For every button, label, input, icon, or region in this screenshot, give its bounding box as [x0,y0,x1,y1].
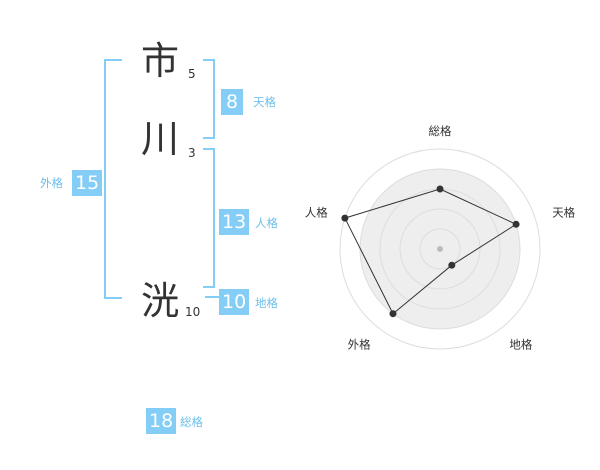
name-char-2: 川 [141,117,180,161]
name-char-1: 市 [141,39,180,83]
gaikaku-bracket [104,59,122,299]
radar-axis-label-1: 総格 [429,124,452,138]
radar-point-4 [389,310,397,318]
radar-ring-1 [419,228,461,270]
name-char-3: 洸 [141,279,180,323]
tenkaku-label: 天格 [253,95,276,109]
soukaku-label: 総格 [180,415,203,429]
jinkaku-label: 人格 [255,216,278,230]
radar-center-dot [437,246,443,252]
radar-point-3 [448,261,456,269]
stroke-count-3: 10 [185,305,201,319]
radar-point-1 [436,185,444,193]
jinkaku-badge: 13 [219,209,250,235]
radar-ring-5 [339,148,541,350]
radar-data-polygon [344,188,518,315]
tenkaku-badge: 8 [221,89,243,115]
chikaku-badge: 10 [219,289,250,315]
stroke-count-1: 5 [188,67,196,81]
tenkaku-bracket [203,59,215,139]
radar-ring-2 [399,208,481,290]
radar-point-2 [512,220,520,228]
gaikaku-badge: 15 [72,170,103,196]
radar-point-5 [341,214,349,222]
chikaku-label: 地格 [255,296,278,310]
stroke-count-2: 3 [188,146,196,160]
radar-axis-label-2: 天格 [552,206,575,220]
gaikaku-label: 外格 [40,176,63,190]
radar-axis-label-4: 外格 [348,338,371,352]
radar-axis-label-5: 人格 [305,206,328,220]
jinkaku-bracket [203,148,215,288]
radar-axis-label-3: 地格 [509,338,532,352]
chikaku-bracket-stub [205,296,219,298]
soukaku-badge: 18 [146,408,177,434]
